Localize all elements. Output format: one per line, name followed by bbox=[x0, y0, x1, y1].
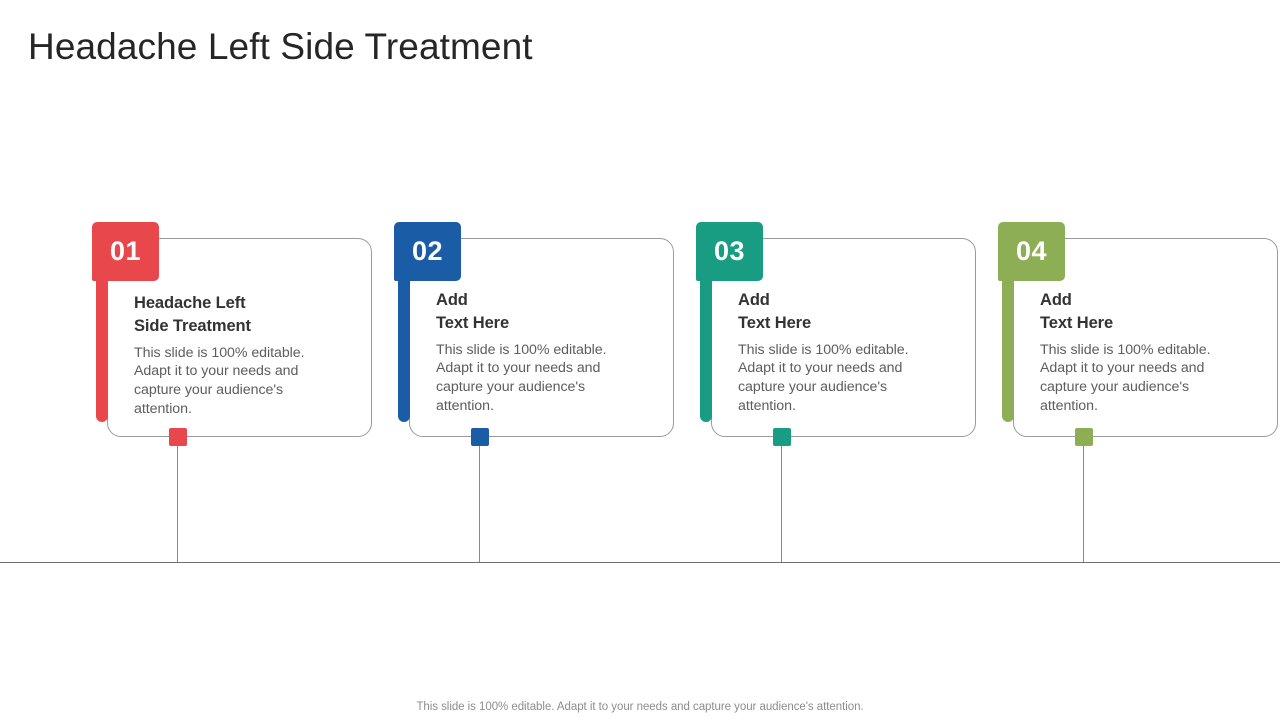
card-number: 02 bbox=[411, 236, 444, 266]
pin-badge[interactable]: 03 bbox=[696, 222, 763, 281]
connector-drop-line bbox=[1083, 446, 1084, 562]
connector-square bbox=[169, 428, 187, 446]
card-number: 03 bbox=[713, 236, 746, 266]
pin-stem bbox=[1002, 252, 1014, 422]
card-heading-line1: Add bbox=[1040, 291, 1072, 309]
card-heading-line1: Headache Left bbox=[134, 294, 246, 312]
card-heading-line2: Text Here bbox=[738, 313, 812, 332]
connector-drop-line bbox=[479, 446, 480, 562]
footer-note: This slide is 100% editable. Adapt it to… bbox=[416, 701, 864, 713]
page-title: Headache Left Side Treatment bbox=[28, 26, 533, 67]
card-heading-line2: Side Treatment bbox=[134, 316, 251, 335]
card-heading-line1: Add bbox=[738, 291, 770, 309]
connector-drop-line bbox=[177, 446, 178, 562]
pin-badge[interactable]: 01 bbox=[92, 222, 159, 281]
card-number: 01 bbox=[109, 236, 142, 266]
connector-square bbox=[1075, 428, 1093, 446]
card-body-text: This slide is 100% editable. Adapt it to… bbox=[1040, 341, 1211, 414]
pin-badge[interactable]: 02 bbox=[394, 222, 461, 281]
connector-square bbox=[471, 428, 489, 446]
card-heading-line2: Text Here bbox=[1040, 313, 1114, 332]
pin-stem bbox=[96, 252, 108, 422]
timeline-baseline bbox=[0, 562, 1280, 563]
connector-square bbox=[773, 428, 791, 446]
pin-stem bbox=[398, 252, 410, 422]
card-body-text: This slide is 100% editable. Adapt it to… bbox=[134, 344, 305, 417]
card-number: 04 bbox=[1015, 236, 1048, 266]
pin-badge[interactable]: 04 bbox=[998, 222, 1065, 281]
card-heading-line1: Add bbox=[436, 291, 468, 309]
card-body-text: This slide is 100% editable. Adapt it to… bbox=[436, 341, 607, 414]
pin-stem bbox=[700, 252, 712, 422]
card-body-text: This slide is 100% editable. Adapt it to… bbox=[738, 341, 909, 414]
card-heading-line2: Text Here bbox=[436, 313, 510, 332]
connector-drop-line bbox=[781, 446, 782, 562]
